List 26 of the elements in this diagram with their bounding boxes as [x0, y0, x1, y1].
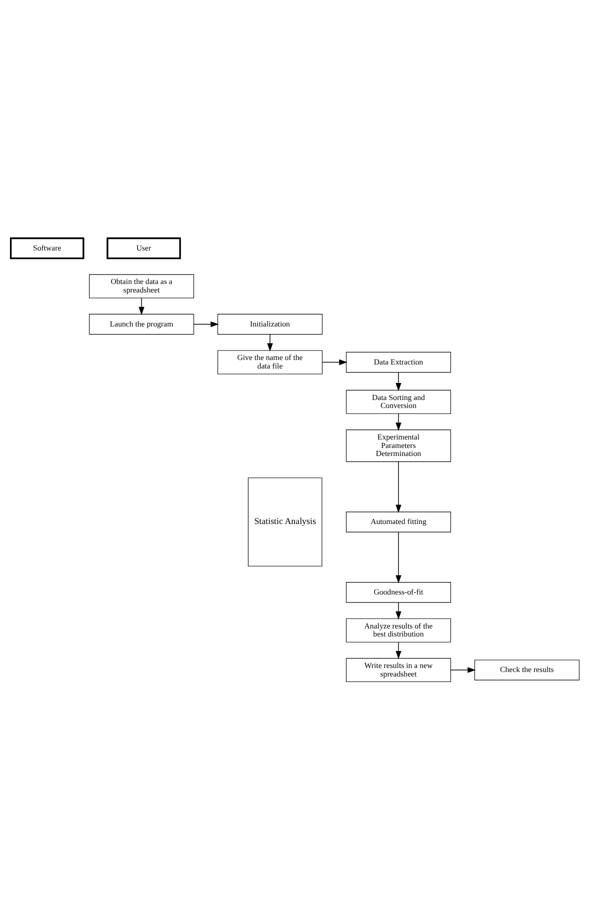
arrow: [396, 641, 402, 659]
node-box: Automated fitting: [346, 511, 451, 532]
node-box: Launch the program: [89, 313, 194, 334]
node-box: User: [106, 236, 181, 259]
node-box: Statistic Analysis: [248, 477, 322, 566]
node-box: Goodness-of-fit: [346, 582, 451, 602]
node-box: Write results in a new spreadsheet: [346, 658, 451, 682]
arrow: [138, 297, 144, 315]
node-box: Experimental Parameters Determination: [346, 429, 451, 462]
node-box: Software: [10, 236, 84, 259]
node-box: Data Extraction: [346, 351, 451, 372]
arrow: [450, 666, 476, 672]
arrow: [267, 334, 273, 351]
arrow: [396, 531, 402, 583]
node-box: Obtain the data as a spreadsheet: [89, 274, 194, 298]
arrow: [322, 358, 348, 365]
arrow: [396, 602, 402, 620]
arrow: [396, 371, 402, 391]
node-box: Initialization: [218, 313, 322, 334]
node-box: Check the results: [474, 659, 580, 680]
node-box: Data Sorting and Conversion: [346, 389, 451, 414]
node-box: Analyze results of the best distribution: [346, 618, 451, 642]
arrow: [396, 412, 402, 430]
arrow: [396, 460, 402, 512]
node-box: Give the name of the data file: [218, 350, 322, 374]
arrow: [194, 320, 219, 327]
